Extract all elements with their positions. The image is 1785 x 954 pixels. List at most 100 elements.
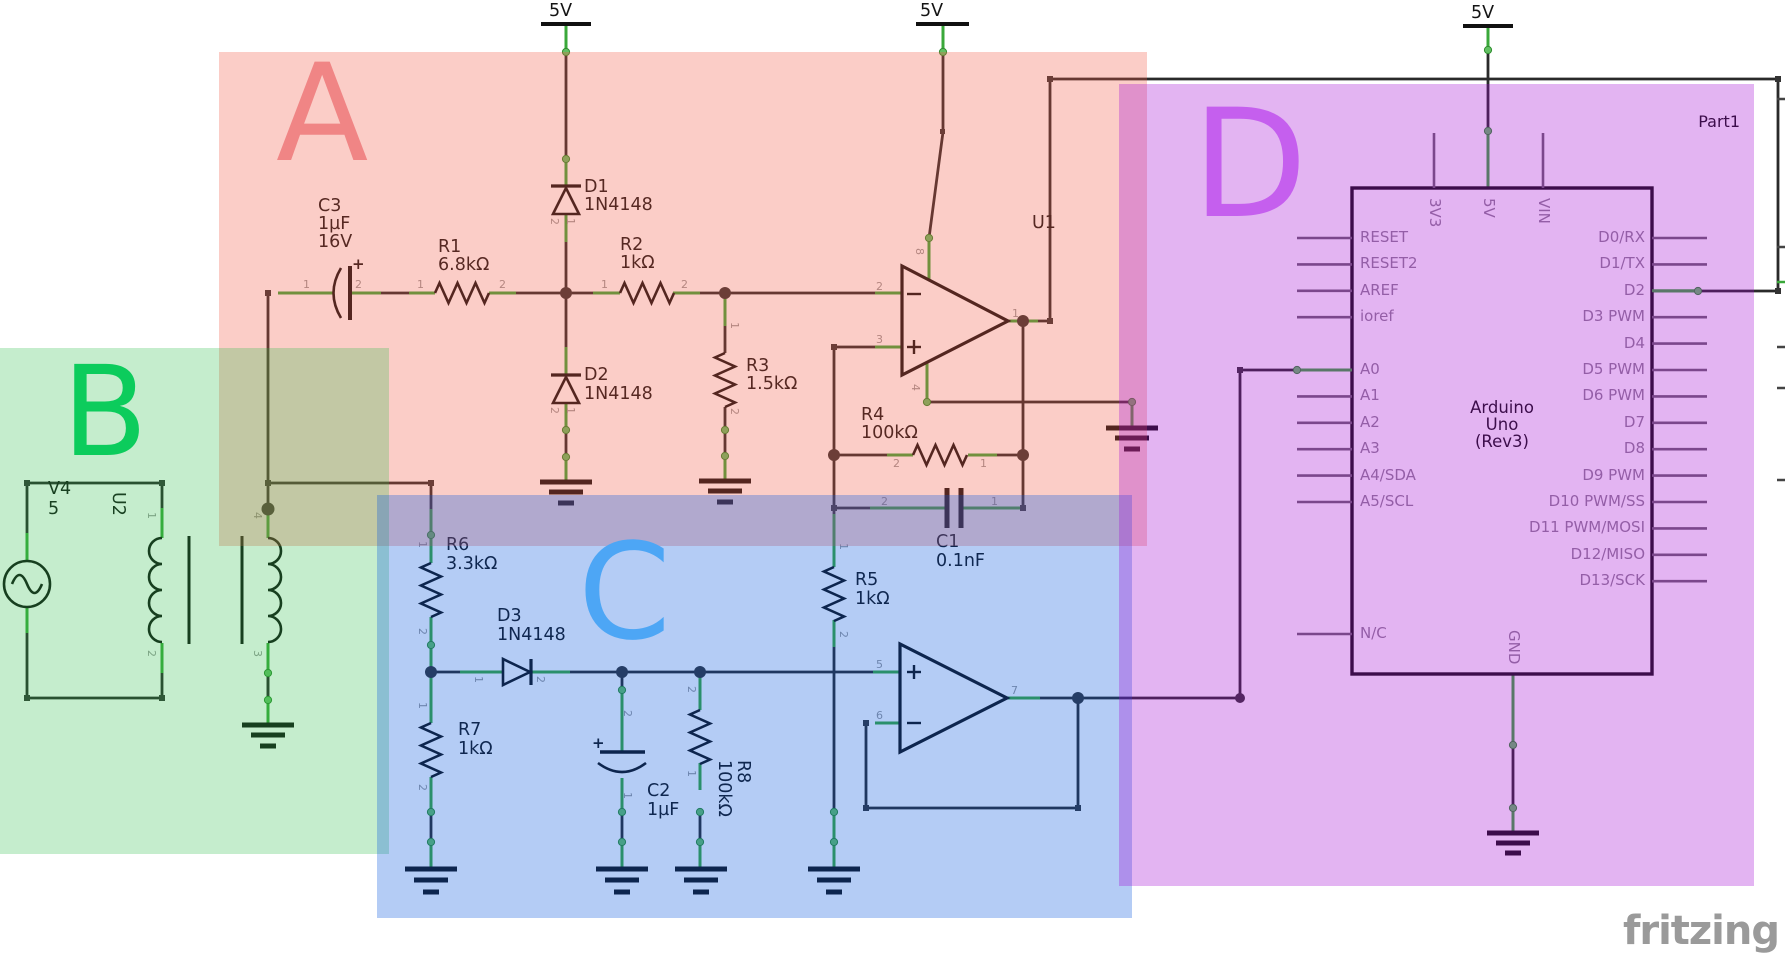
arduino-pin-label-5v: 5V [1480, 198, 1498, 218]
pin-number: 4 [251, 512, 264, 519]
power-label-3: 5V [1471, 3, 1495, 23]
resistor-r6[interactable] [417, 561, 445, 619]
arduino-pin-label-3v3: 3V3 [1426, 198, 1444, 228]
label-r1-value: 6.8kΩ [438, 255, 490, 275]
resistor-r3[interactable] [711, 351, 739, 409]
arduino-pin-label-reset: RESET [1360, 228, 1409, 246]
pin-number: 2 [145, 650, 158, 657]
label-r3-name: R3 [746, 356, 770, 376]
gnd-transformer[interactable] [242, 722, 294, 749]
arduino-pin-label-aref: AREF [1360, 280, 1399, 299]
label-r7-value: 1kΩ [458, 739, 493, 759]
pin-number: 1 [416, 702, 429, 709]
arduino-pin-label-d0-rx: D0/RX [1598, 228, 1645, 246]
arduino-pin-label-a3: A3 [1360, 439, 1380, 458]
pin-number: 2 [416, 628, 429, 635]
power-label-1: 5V [549, 1, 573, 21]
pin-number: 1 [1012, 307, 1019, 320]
gnd-c2[interactable] [596, 866, 648, 895]
label-r7-name: R7 [458, 720, 482, 740]
pin-number: 1 [837, 543, 850, 550]
capacitor-c3[interactable] [332, 266, 352, 320]
wire-arduino-power[interactable] [1486, 50, 1515, 808]
pin-number: 1 [416, 541, 429, 548]
pin-number: 5 [876, 658, 883, 671]
label-c3-voltage: 16V [318, 232, 353, 252]
label-v4-name: V4 [48, 479, 72, 499]
wire-opamp2-out[interactable] [864, 368, 1297, 810]
wire-secondary-to-c3-r6[interactable] [266, 293, 433, 535]
gnd-r3[interactable] [699, 478, 751, 505]
resistor-r8[interactable] [686, 708, 714, 766]
resistor-r5[interactable] [820, 565, 848, 623]
arduino-pin-label-n-c: N/C [1360, 624, 1387, 642]
source-v4[interactable] [2, 559, 52, 609]
pin-number: 1 [564, 407, 577, 414]
gnd-d2[interactable] [540, 479, 592, 506]
label-r5-value: 1kΩ [855, 589, 890, 609]
arduino-pin-label-d8: D8 [1623, 439, 1645, 458]
arduino-pin-label-gnd: GND [1505, 630, 1523, 665]
label-d2-name: D2 [584, 365, 609, 385]
opamp-2[interactable] [898, 641, 1011, 755]
diode-d1[interactable] [550, 184, 582, 216]
pin-number: 2 [548, 407, 561, 414]
arduino-pin-label-d12-miso: D12/MISO [1570, 544, 1645, 563]
arduino-pin-label-a0: A0 [1360, 360, 1380, 378]
pin-number: 1 [564, 218, 577, 225]
gnd-r7[interactable] [405, 866, 457, 895]
wire-feedback-r4c1[interactable] [834, 321, 1025, 510]
pin-number: 2 [416, 784, 429, 791]
label-d3-name: D3 [497, 606, 522, 626]
gnd-arduino[interactable] [1487, 830, 1539, 856]
arduino-pin-label-a2: A2 [1360, 412, 1380, 431]
pin-number: 1 [621, 792, 634, 799]
power-5v-symbols[interactable] [541, 22, 1513, 28]
pin-number: 1 [685, 770, 698, 777]
wire-pin4-gnd[interactable] [927, 400, 1134, 427]
pin-number: 7 [1011, 684, 1018, 697]
capacitor-c2[interactable] [597, 750, 647, 774]
pin-number: 1 [303, 278, 310, 291]
gnd-r5[interactable] [808, 866, 860, 895]
pin-number: 6 [876, 709, 883, 722]
label-r5-name: R5 [855, 570, 879, 590]
opamp-u1[interactable] [900, 263, 1012, 378]
pin-number: 1 [728, 322, 741, 329]
arduino-pin-label-d7: D7 [1623, 412, 1645, 431]
wire-out1-to-d2[interactable] [1023, 77, 1780, 323]
wires[interactable] [25, 24, 1780, 842]
arduino-pin-label-vin: VIN [1535, 198, 1553, 224]
label-r2-value: 1kΩ [620, 253, 655, 273]
gnd-opamp1[interactable] [1106, 425, 1158, 452]
wire-c2-r8-stubs[interactable] [266, 672, 702, 842]
resistor-r1[interactable] [433, 279, 491, 307]
label-c1-value: 0.1nF [936, 551, 985, 571]
resistor-r7[interactable] [417, 721, 445, 779]
resistor-r2[interactable] [618, 279, 676, 307]
wire-plus-rail[interactable] [832, 345, 875, 514]
label-c2-value: 1µF [647, 800, 680, 820]
pin-number: 2 [837, 631, 850, 638]
pin-number: 2 [548, 218, 561, 225]
pin-number: 2 [355, 278, 362, 291]
label-u1-name: U1 [1032, 213, 1056, 233]
power-label-2: 5V [920, 1, 944, 21]
label-r4-value: 100kΩ [861, 423, 918, 443]
pin-number: 2 [881, 495, 888, 508]
ground-symbols[interactable] [242, 425, 1539, 895]
diode-d2[interactable] [550, 373, 582, 405]
resistor-r4[interactable] [911, 441, 969, 469]
diode-d3[interactable] [501, 656, 533, 688]
gnd-r8[interactable] [675, 866, 727, 895]
arduino-title-3: (Rev3) [1474, 432, 1529, 451]
transformer-u2[interactable] [147, 536, 283, 644]
arduino-uno[interactable] [1297, 133, 1707, 676]
pin-number: 2 [876, 280, 883, 293]
edge-stubs [1777, 97, 1785, 482]
capacitor-c1[interactable] [944, 488, 964, 528]
pin-number: 1 [145, 512, 158, 519]
pin-number: 3 [876, 333, 883, 346]
pin-number: 8 [913, 248, 926, 255]
